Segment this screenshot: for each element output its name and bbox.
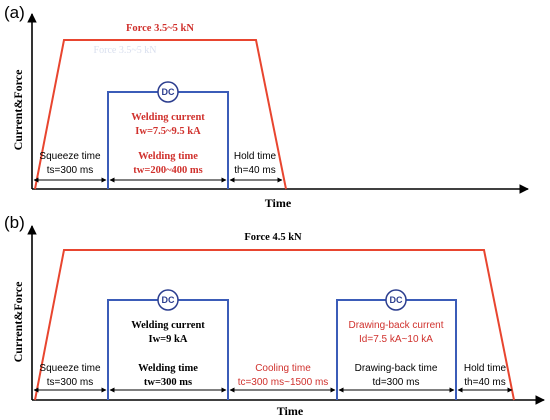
panel-b-squeeze-value: ts=300 ms — [47, 377, 93, 388]
panel-b-hold-value: th=40 ms — [464, 377, 505, 388]
panel-a-welding-current-title: Welding current — [131, 112, 205, 123]
panel-a-welding-time-title: Welding time — [138, 151, 198, 162]
panel-a-hold-value: th=40 ms — [234, 165, 275, 176]
panel-a-squeeze-title: Squeeze time — [39, 151, 101, 162]
panel-b-drawing-time-value: td=300 ms — [373, 377, 420, 388]
panel-a-force-curve — [34, 39, 287, 190]
panel-b-dc-label-1: DC — [162, 295, 175, 305]
panel-b-dc-label-2: DC — [390, 295, 403, 305]
panel-b-welding-current-value: Iw=9 kA — [149, 334, 188, 345]
panel-a-dc-icon — [157, 81, 179, 103]
panel-a-welding-time-value: tw=200~400 ms — [133, 165, 202, 176]
panel-b-cooling-value: tc=300 ms~1500 ms — [238, 377, 329, 388]
panel-b-hold-title: Hold time — [464, 363, 507, 374]
panel-b-squeeze-title: Squeeze time — [39, 363, 101, 374]
panel-b-force-curve — [34, 249, 515, 401]
panel-a-y-axis-label: Current&Force — [11, 69, 25, 151]
panel-a-x-axis-label: Time — [265, 196, 292, 210]
panel-b-dc-icon-2 — [385, 289, 407, 311]
panel-b-x-axis-label: Time — [277, 404, 304, 418]
panel-b-welding-time-title: Welding time — [138, 363, 198, 374]
panel-a-force-label: Force 3.5~5 kN — [126, 23, 194, 34]
panel-b-drawing-current-value: Id=7.5 kA~10 kA — [359, 334, 433, 345]
panel-a: (a) Current&Force Time Force 3.5~5 kN Fo… — [4, 3, 529, 210]
panel-b-y-axis-label: Current&Force — [11, 281, 25, 363]
panel-b-label: (b) — [4, 213, 25, 232]
panel-a-hold-title: Hold time — [234, 151, 277, 162]
panel-b-welding-current-title: Welding current — [131, 320, 205, 331]
panel-b-force-label: Force 4.5 kN — [244, 232, 302, 243]
panel-a-welding-current-value: Iw=7.5~9.5 kA — [135, 126, 201, 137]
panel-a-squeeze-value: ts=300 ms — [47, 165, 93, 176]
panel-a-force-ghost: Force 3.5~5 kN — [94, 45, 157, 56]
panel-b: (b) Current&Force Time Force 4.5 kN DC W… — [4, 213, 545, 418]
panel-b-drawing-time-title: Drawing-back time — [355, 363, 438, 374]
panel-b-welding-time-value: tw=300 ms — [144, 377, 192, 388]
panel-b-drawing-current-title: Drawing-back current — [348, 320, 443, 331]
panel-a-label: (a) — [4, 3, 25, 22]
panel-b-dc-icon-1 — [157, 289, 179, 311]
panel-a-dc-label: DC — [162, 87, 175, 97]
panel-b-cooling-title: Cooling time — [255, 363, 311, 374]
